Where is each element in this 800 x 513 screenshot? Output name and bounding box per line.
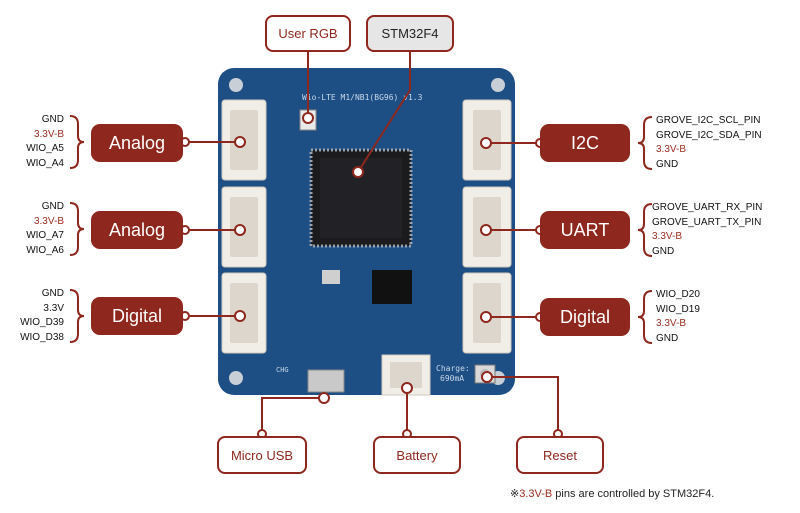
pin-list-uart: GROVE_UART_RX_PIN GROVE_UART_TX_PIN 3.3V… — [652, 201, 762, 259]
pin-label: 3.3V — [43, 302, 64, 314]
pin-label: GND — [656, 332, 679, 344]
callout-stm32f4: STM32F4 — [366, 15, 454, 52]
pin-label: 3.3V-B — [656, 318, 687, 329]
pin-list-digital-left: GND 3.3V WIO_D39 WIO_D38 — [4, 287, 64, 345]
note-text: pins are controlled by STM32F4. — [552, 488, 715, 500]
pin-label: WIO_A6 — [26, 244, 64, 256]
callout-user-rgb: User RGB — [265, 15, 351, 52]
pin-label: GROVE_I2C_SDA_PIN — [656, 129, 762, 141]
tag-uart: UART — [540, 211, 630, 249]
callout-battery: Battery — [373, 436, 461, 474]
pin-label: GROVE_I2C_SCL_PIN — [656, 115, 761, 126]
footnote: ※3.3V-B pins are controlled by STM32F4. — [510, 487, 714, 500]
board-charge-text: Charge: — [436, 364, 470, 373]
callout-micro-usb: Micro USB — [217, 436, 307, 474]
micro-usb-port — [307, 369, 345, 393]
pin-list-analog-2: GND 3.3V-B WIO_A7 WIO_A6 — [8, 200, 64, 258]
pin-label: GND — [652, 245, 675, 257]
board-model-text: Wio-LTE M1/NB1(BG96) v1.3 — [302, 93, 423, 102]
pin-label: GND — [41, 288, 64, 299]
pin-label: WIO_D38 — [20, 331, 64, 343]
tag-digital-left: Digital — [91, 297, 183, 335]
pin-list-i2c: GROVE_I2C_SCL_PIN GROVE_I2C_SDA_PIN 3.3V… — [656, 114, 762, 172]
tag-i2c: I2C — [540, 124, 630, 162]
callout-reset: Reset — [516, 436, 604, 474]
pin-label: GROVE_UART_RX_PIN — [652, 202, 763, 213]
note-highlight: 3.3V-B — [519, 488, 553, 500]
pin-label: WIO_A7 — [26, 230, 64, 241]
pin-label: 3.3V-B — [652, 231, 683, 242]
pin-list-digital-right: WIO_D20 WIO_D19 3.3V-B GND — [656, 288, 700, 346]
pin-label: 3.3V-B — [33, 128, 64, 140]
pin-label: GROVE_UART_TX_PIN — [652, 216, 762, 228]
mount-hole — [491, 78, 505, 92]
pin-brackets — [69, 115, 653, 344]
tag-digital-right: Digital — [540, 298, 630, 336]
leader-lines — [185, 52, 559, 434]
pin-label: GND — [41, 201, 64, 212]
note-mark: ※ — [510, 488, 520, 500]
tag-analog-2: Analog — [91, 211, 183, 249]
pin-list-analog-1: GND 3.3V-B WIO_A5 WIO_A4 — [8, 113, 64, 171]
ic-chip — [372, 270, 412, 304]
pin-label: WIO_D20 — [656, 289, 700, 300]
pin-label: 3.3V-B — [656, 144, 687, 155]
mount-hole — [229, 371, 243, 385]
pin-label: GND — [656, 158, 679, 170]
mount-hole — [229, 78, 243, 92]
pin-label: WIO_D19 — [656, 303, 700, 315]
pin-label: WIO_A4 — [26, 157, 64, 169]
pin-label: WIO_D39 — [20, 317, 64, 328]
pin-label: 3.3V-B — [33, 215, 64, 227]
board-current-text: 690mA — [440, 374, 464, 383]
pin-label: WIO_A5 — [26, 143, 64, 154]
tag-analog-1: Analog — [91, 124, 183, 162]
pin-label: GND — [41, 114, 64, 125]
board-chg-text: CHG — [276, 366, 289, 374]
crystal — [322, 270, 340, 284]
